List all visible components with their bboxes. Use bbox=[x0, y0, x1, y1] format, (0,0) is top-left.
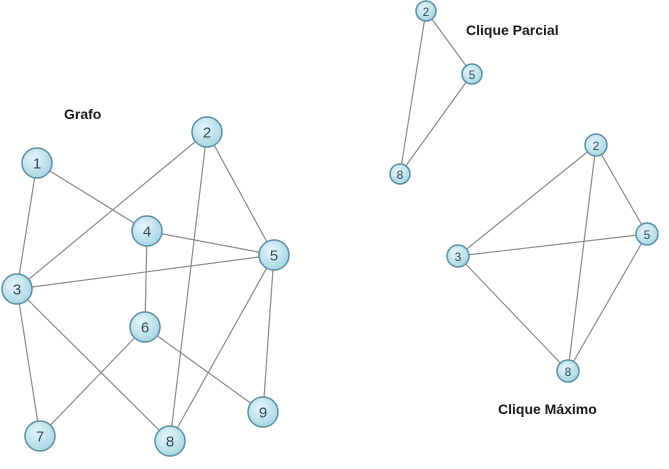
graph-title: Grafo bbox=[64, 106, 101, 122]
node-circle bbox=[154, 425, 186, 457]
node-label: 8 bbox=[565, 365, 572, 379]
node-circle bbox=[584, 133, 608, 157]
partial-clique-edge-2-8 bbox=[399, 10, 427, 175]
graph-node-3: 3 bbox=[1, 273, 33, 305]
node-circle bbox=[21, 147, 53, 179]
graph-node-1: 1 bbox=[21, 147, 53, 179]
graph-node-7: 7 bbox=[24, 420, 56, 452]
node-circle bbox=[1, 273, 33, 305]
graph-edge-4-6 bbox=[144, 230, 148, 328]
node-label: 3 bbox=[455, 250, 462, 264]
maximum-clique-node-5: 5 bbox=[635, 222, 659, 246]
node-label: 9 bbox=[259, 405, 267, 422]
graph-node-5: 5 bbox=[258, 239, 290, 271]
graph-edge-1-3 bbox=[16, 162, 38, 290]
node-label: 5 bbox=[469, 68, 476, 82]
maximum-clique-node-8: 8 bbox=[556, 359, 580, 383]
graph-edge-1-4 bbox=[36, 162, 148, 232]
node-label: 4 bbox=[143, 224, 151, 241]
maximum-clique-edge-2-3 bbox=[457, 144, 597, 257]
node-label: 5 bbox=[270, 248, 278, 265]
graph-edge-2-8 bbox=[169, 131, 208, 442]
graph-node-6: 6 bbox=[129, 311, 161, 343]
node-circle bbox=[415, 0, 437, 22]
node-circle bbox=[131, 215, 163, 247]
node-label: 2 bbox=[423, 5, 430, 19]
node-label: 5 bbox=[644, 228, 651, 242]
graph-edge-3-7 bbox=[16, 288, 41, 437]
node-circle bbox=[446, 244, 470, 268]
graph-edge-4-5 bbox=[146, 230, 275, 256]
edges-layer bbox=[16, 10, 648, 442]
node-label: 1 bbox=[33, 156, 41, 173]
maximum-clique-edge-5-8 bbox=[567, 233, 648, 372]
maximum-clique-edge-3-8 bbox=[457, 255, 569, 372]
node-circle bbox=[191, 116, 223, 148]
node-circle bbox=[389, 163, 411, 185]
node-circle bbox=[461, 63, 483, 85]
node-circle bbox=[129, 311, 161, 343]
node-label: 8 bbox=[397, 168, 404, 182]
maximum-clique-edge-2-8 bbox=[567, 144, 597, 372]
node-circle bbox=[635, 222, 659, 246]
graph-node-4: 4 bbox=[131, 215, 163, 247]
graph-edge-5-9 bbox=[262, 254, 275, 413]
partial-clique-edge-2-5 bbox=[425, 10, 473, 75]
maximum-clique-edge-2-5 bbox=[595, 144, 648, 235]
maximum-clique-node-2: 2 bbox=[584, 133, 608, 157]
node-label: 3 bbox=[13, 282, 21, 299]
partial-clique-node-8: 8 bbox=[389, 163, 411, 185]
node-circle bbox=[556, 359, 580, 383]
partial-clique-node-2: 2 bbox=[415, 0, 437, 22]
graph-edge-3-8 bbox=[16, 288, 171, 442]
graph-node-9: 9 bbox=[247, 396, 279, 428]
maximum-clique-node-3: 3 bbox=[446, 244, 470, 268]
node-label: 2 bbox=[593, 139, 600, 153]
graph-edge-2-3 bbox=[16, 131, 208, 290]
partial-clique-node-5: 5 bbox=[461, 63, 483, 85]
node-circle bbox=[24, 420, 56, 452]
maximum-clique-title: Clique Máximo bbox=[498, 401, 597, 417]
graph-edge-5-8 bbox=[169, 254, 275, 442]
node-label: 8 bbox=[166, 434, 174, 451]
graph-node-2: 2 bbox=[191, 116, 223, 148]
graph-edge-3-5 bbox=[16, 254, 275, 290]
node-label: 6 bbox=[141, 320, 149, 337]
node-circle bbox=[258, 239, 290, 271]
graph-edge-2-5 bbox=[206, 131, 275, 256]
node-circle bbox=[247, 396, 279, 428]
node-label: 2 bbox=[203, 125, 211, 142]
node-label: 7 bbox=[36, 429, 44, 446]
graph-edge-6-9 bbox=[144, 326, 264, 413]
partial-clique-title: Clique Parcial bbox=[466, 22, 559, 38]
graph-node-8: 8 bbox=[154, 425, 186, 457]
maximum-clique-edge-3-5 bbox=[457, 233, 648, 257]
partial-clique-edge-5-8 bbox=[399, 73, 473, 175]
nodes-layer: 1 2 3 4 5 6 7 8 9 2 5 8 2 3 5 8 bbox=[1, 0, 659, 457]
graph-edge-6-7 bbox=[39, 326, 146, 437]
